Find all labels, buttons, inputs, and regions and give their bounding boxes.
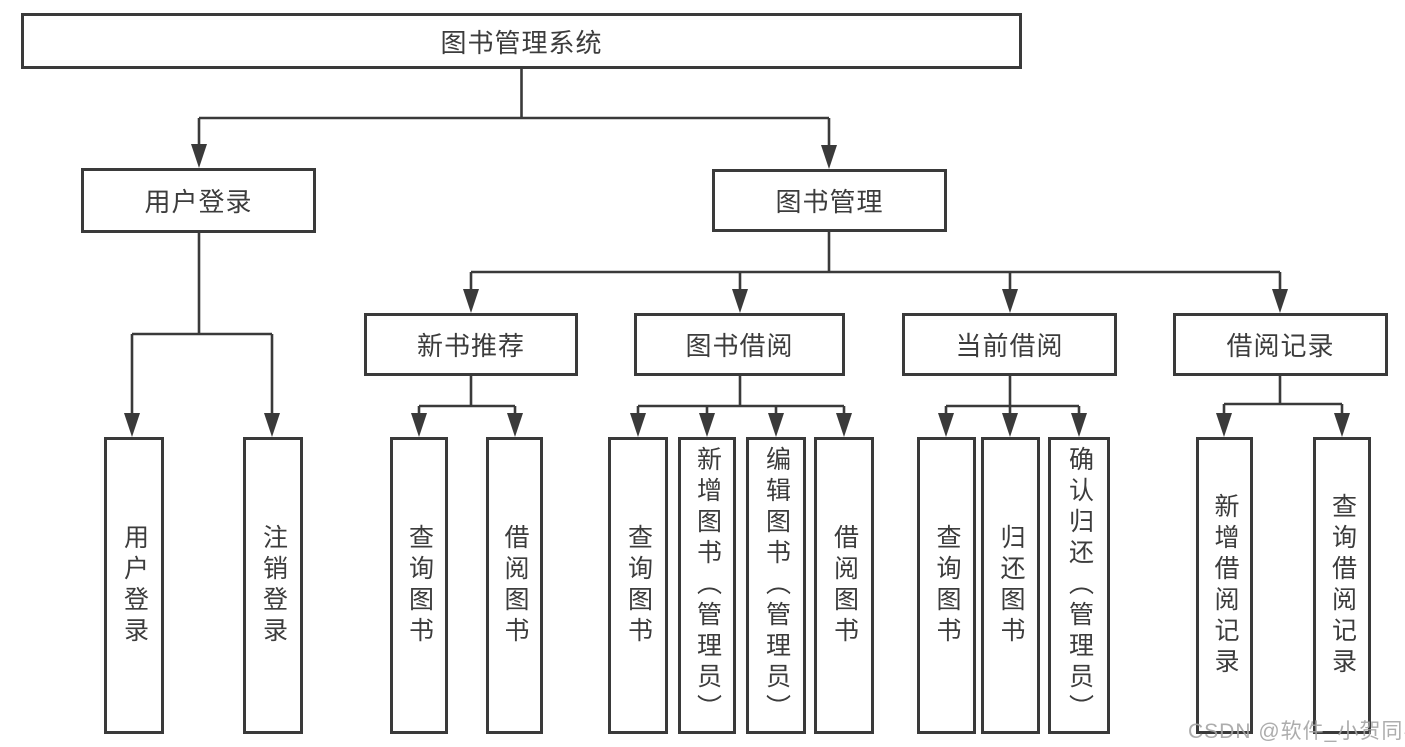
connector-current-borrowing-to-leaves: [944, 376, 1081, 415]
leaf-add-books-admin: 新增图书（管理员）: [678, 437, 736, 734]
leaf-borrow-books-borrowing: 借阅图书: [814, 437, 874, 734]
node-current-borrowing: 当前借阅: [902, 313, 1117, 376]
connector-user-login-to-leaves: [130, 233, 274, 415]
arrowhead: [1216, 413, 1232, 437]
node-new-book-recommend: 新书推荐: [364, 313, 578, 376]
arrowhead: [463, 289, 479, 313]
leaf-add-borrow-record: 新增借阅记录: [1196, 437, 1253, 734]
arrowhead: [264, 413, 280, 437]
leaf-edit-books-admin: 编辑图书（管理员）: [746, 437, 806, 734]
arrowhead: [836, 413, 852, 437]
arrowhead: [732, 289, 748, 313]
arrowhead: [411, 413, 427, 437]
arrowhead: [124, 413, 140, 437]
node-book-management: 图书管理: [712, 169, 947, 232]
node-book-borrowing: 图书借阅: [634, 313, 845, 376]
leaf-confirm-return-admin: 确认归还（管理员）: [1048, 437, 1110, 734]
leaf-query-books-borrowing: 查询图书: [608, 437, 668, 734]
node-library-system: 图书管理系统: [21, 13, 1022, 69]
node-borrowing-records: 借阅记录: [1173, 313, 1388, 376]
connector-book-management-to-level3: [469, 232, 1282, 291]
leaf-borrow-books-recommend: 借阅图书: [486, 437, 543, 734]
connector-book-borrowing-to-leaves: [636, 376, 846, 415]
arrowhead: [938, 413, 954, 437]
watermark: CSDN @软件_小贺同学: [1188, 720, 1405, 743]
arrowhead: [191, 144, 207, 168]
leaf-query-books-current: 查询图书: [917, 437, 976, 734]
arrowhead: [1334, 413, 1350, 437]
leaf-return-books: 归还图书: [981, 437, 1040, 734]
arrowhead: [699, 413, 715, 437]
leaf-logout: 注销登录: [243, 437, 303, 734]
connector-new-book-recommend-to-leaves: [417, 376, 517, 415]
leaf-query-books-recommend: 查询图书: [390, 437, 448, 734]
leaf-query-borrow-record: 查询借阅记录: [1313, 437, 1371, 734]
arrowhead: [1002, 413, 1018, 437]
arrowhead: [1071, 413, 1087, 437]
connector-borrowing-records-to-leaves: [1222, 376, 1344, 415]
arrowhead: [1002, 289, 1018, 313]
node-user-login: 用户登录: [81, 168, 316, 233]
leaf-user-login: 用户登录: [104, 437, 164, 734]
connector-root-to-level2: [197, 69, 831, 147]
arrowhead: [821, 145, 837, 169]
arrowhead: [630, 413, 646, 437]
arrowhead: [768, 413, 784, 437]
arrowhead: [1272, 289, 1288, 313]
arrowhead: [507, 413, 523, 437]
